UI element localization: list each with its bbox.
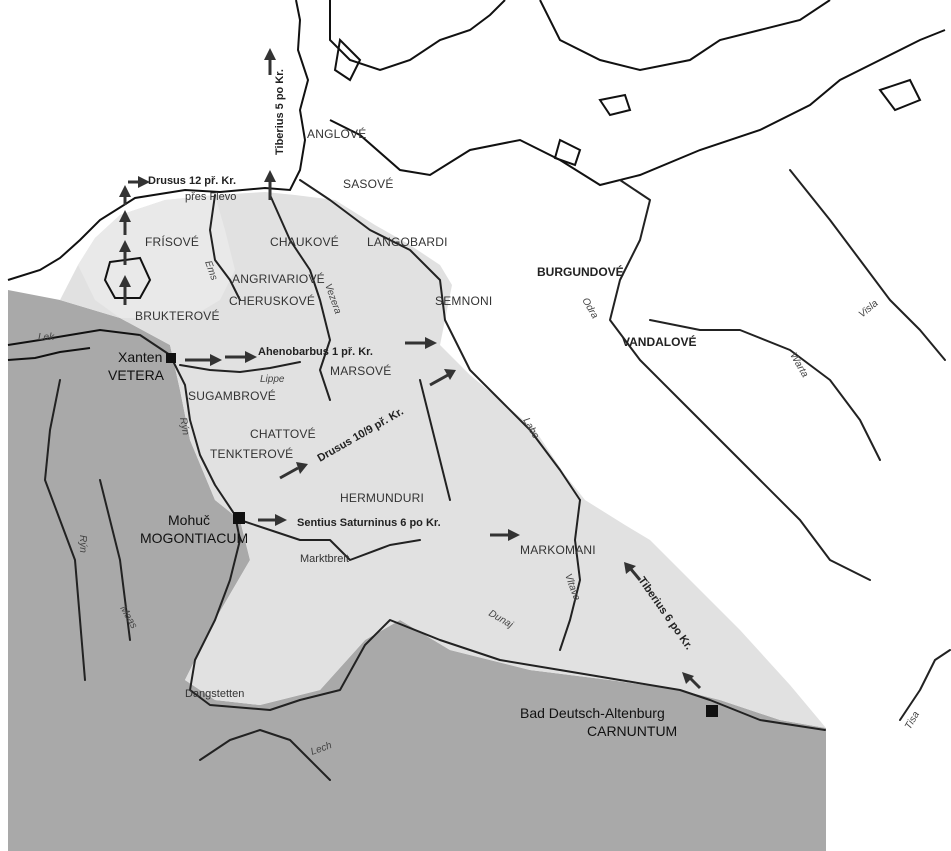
river-saale <box>419 379 451 501</box>
mohuc-marker <box>233 512 245 524</box>
label-vetera: VETERA <box>108 367 165 383</box>
label-semnoni: SEMNONI <box>435 294 492 308</box>
label-burgundove: BURGUNDOVÉ <box>537 264 624 279</box>
label-hermunduri: HERMUNDURI <box>340 491 424 505</box>
ijsselmeer <box>103 256 152 299</box>
river-elbe <box>299 179 581 501</box>
label-vandalove: VANDALOVÉ <box>622 334 696 349</box>
north-sea <box>7 0 310 281</box>
river-rhine <box>139 334 301 711</box>
label-markomani: MARKOMANI <box>520 543 596 557</box>
river-danube <box>299 619 826 731</box>
label-dangstetten: Dangstetten <box>185 688 244 700</box>
label-ahenobarbus: Ahenobarbus 1 př. Kr. <box>258 346 373 358</box>
label-river-lek: Lek <box>38 332 55 343</box>
island-3 <box>878 78 922 112</box>
frisian-coast <box>78 195 235 318</box>
label-frisove: FRÍSOVÉ <box>145 234 199 249</box>
river-ems <box>209 194 241 301</box>
label-xanten: Xanten <box>118 349 162 365</box>
river-maas <box>44 379 86 681</box>
label-anglove: ANGLOVÉ <box>307 126 366 141</box>
river-oder <box>609 179 871 581</box>
label-sentius-saturninus: Sentius Saturninus 6 po Kr. <box>297 517 441 529</box>
label-mohuc: Mohuč <box>168 512 210 528</box>
river-main <box>239 519 421 561</box>
river-weser <box>269 194 331 401</box>
label-langobardi: LANGOBARDI <box>367 235 448 249</box>
label-subambrove: SUGAMBROVÉ <box>188 388 276 403</box>
river-lech <box>199 729 331 781</box>
river-lippe <box>179 361 301 373</box>
scandinavia-coast-2 <box>539 0 831 72</box>
label-river-rhine-west: Rýn <box>77 535 88 553</box>
label-tiberius-5: Tiberius 5 po Kr. <box>274 69 286 155</box>
river-mosel <box>99 479 131 641</box>
label-chattove: CHATTOVÉ <box>250 426 316 441</box>
label-cheruskove: CHERUSKOVÉ <box>229 293 315 308</box>
label-chaukove: CHAUKOVÉ <box>270 234 339 249</box>
label-brukterove: BRUKTEROVÉ <box>135 308 220 323</box>
rhine-delta <box>7 328 141 346</box>
label-marktbreit: Marktbreit <box>300 553 349 565</box>
carnuntum-marker <box>706 705 718 717</box>
label-angrivariove: ANGRIVARIOVÉ <box>232 271 325 286</box>
label-mogontiacum: MOGONTIACUM <box>140 530 248 546</box>
island-4 <box>333 37 362 82</box>
river-vltava <box>559 499 581 651</box>
roman-territory <box>8 290 826 851</box>
xanten-marker <box>166 353 176 363</box>
label-river-lippe: Lippe <box>260 374 285 385</box>
label-bad-deutsch-altenburg: Bad Deutsch-Altenburg <box>520 705 665 721</box>
label-flevo: přes Flevo <box>185 191 236 203</box>
rhine-delta-2 <box>7 347 91 361</box>
label-tenkterove: TENKTEROVÉ <box>210 446 293 461</box>
label-marsove: MARSOVÉ <box>330 363 391 378</box>
germania-territory <box>60 192 826 728</box>
island-2 <box>553 138 582 167</box>
label-drusus-12: Drusus 12 př. Kr. <box>148 175 236 187</box>
label-sasove: SASOVÉ <box>343 176 394 191</box>
campaign-arrows <box>119 48 702 690</box>
label-river-rhine: Rýn <box>177 417 191 437</box>
river-warta <box>649 319 881 461</box>
river-tisa <box>899 649 951 721</box>
river-vistula <box>789 169 946 361</box>
label-carnuntum: CARNUNTUM <box>587 723 677 739</box>
scandinavia-coast <box>329 0 506 72</box>
island-1 <box>598 93 632 117</box>
